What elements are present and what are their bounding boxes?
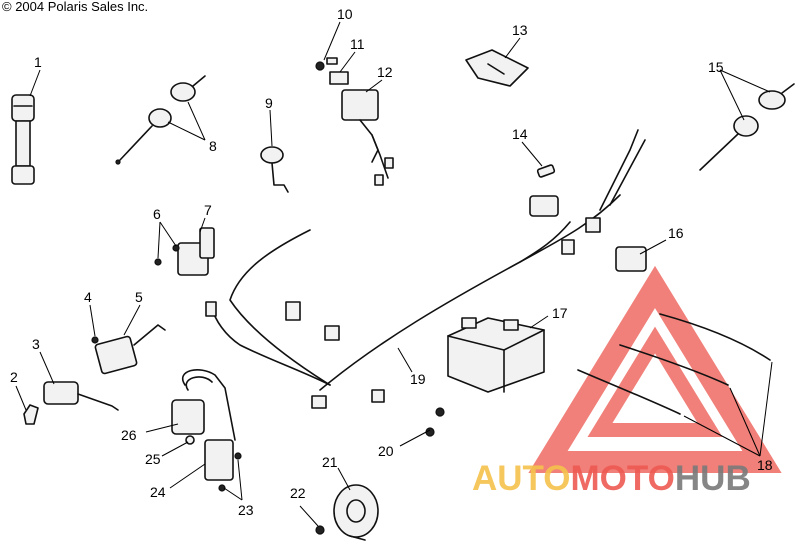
bolt-22 <box>315 525 325 535</box>
callout-18: 18 <box>757 457 773 473</box>
clip-2 <box>23 404 39 425</box>
battery <box>447 317 545 393</box>
horn <box>333 484 379 541</box>
callout-16: 16 <box>668 225 684 241</box>
handlebar-switch-left <box>115 75 206 165</box>
callout-20: 20 <box>378 443 394 459</box>
wiring-harness <box>205 129 646 409</box>
callout-24: 24 <box>150 484 166 500</box>
callout-labels: 1 2 3 4 5 6 7 8 9 10 11 12 13 14 15 16 1… <box>10 6 773 518</box>
relay <box>615 246 647 272</box>
callout-3: 3 <box>32 336 40 352</box>
cdi-module <box>341 89 394 186</box>
connector-11 <box>329 71 349 85</box>
fuse <box>536 164 556 178</box>
callout-15: 15 <box>708 59 724 75</box>
rectifier <box>91 324 166 375</box>
callout-26: 26 <box>121 427 137 443</box>
leader-lines <box>15 21 773 527</box>
svg-text:AUTOMOTOHUB: AUTOMOTOHUB <box>472 459 751 498</box>
callout-12: 12 <box>377 64 393 80</box>
watermark-part-2: MOTO <box>571 459 675 498</box>
callout-4: 4 <box>84 289 92 305</box>
watermark-logo <box>528 265 782 473</box>
callout-14: 14 <box>512 126 528 142</box>
callout-5: 5 <box>135 289 143 305</box>
callout-10: 10 <box>337 6 353 22</box>
fastener-10 <box>315 57 338 71</box>
battery-cables <box>577 313 771 415</box>
callout-22: 22 <box>290 485 306 501</box>
copyright-notice: © 2004 Polaris Sales Inc. <box>2 0 149 14</box>
handlebar-switch-right <box>699 83 795 171</box>
callout-1: 1 <box>34 54 42 70</box>
callout-17: 17 <box>552 305 568 321</box>
callout-21: 21 <box>322 454 338 470</box>
callout-2: 2 <box>10 369 18 385</box>
callout-23: 23 <box>238 502 254 518</box>
watermark-text: AUTOMOTOHUB <box>472 459 751 498</box>
callout-9: 9 <box>265 95 273 111</box>
cover-pad <box>465 49 529 87</box>
watermark-part-3: HUB <box>675 459 751 498</box>
sensor <box>260 146 289 193</box>
callout-25: 25 <box>145 451 161 467</box>
callout-6: 6 <box>153 206 161 222</box>
callout-13: 13 <box>512 22 528 38</box>
bolts-20 <box>425 407 445 437</box>
watermark-part-1: AUTO <box>472 459 571 498</box>
callout-8: 8 <box>209 138 217 154</box>
regulator <box>177 227 215 276</box>
switch-3 <box>43 381 119 411</box>
callout-19: 19 <box>410 371 426 387</box>
callout-11: 11 <box>350 36 365 52</box>
screws-6 <box>154 244 180 266</box>
callout-7: 7 <box>204 202 212 218</box>
ignition-coil <box>171 369 242 492</box>
ignition-switch <box>11 94 35 185</box>
